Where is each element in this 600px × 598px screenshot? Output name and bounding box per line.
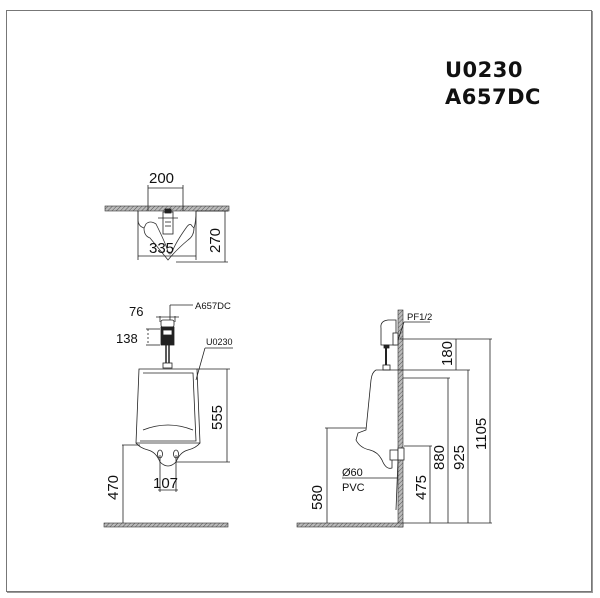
dim-107: 107 <box>153 475 178 492</box>
drawing-frame <box>6 10 592 592</box>
dim-138: 138 <box>116 331 138 346</box>
dim-880: 880 <box>431 445 448 470</box>
dim-76: 76 <box>129 304 143 319</box>
dim-335: 335 <box>149 240 174 257</box>
dim-1105: 1105 <box>473 418 490 450</box>
top-view <box>104 185 230 263</box>
dim-475: 475 <box>413 475 430 500</box>
label-pipe-material: PVC <box>342 482 365 494</box>
dim-270: 270 <box>207 228 224 253</box>
label-valve-a657dc: A657DC <box>195 301 231 312</box>
label-connection-pf12: PF1/2 <box>407 312 432 323</box>
dim-200: 200 <box>149 170 174 187</box>
title-model-urinal: U0230 <box>445 58 523 82</box>
dim-180: 180 <box>439 341 456 366</box>
dim-925: 925 <box>451 445 468 470</box>
front-view <box>103 304 233 528</box>
label-urinal-u0230: U0230 <box>206 337 233 347</box>
side-view <box>296 309 492 528</box>
title-model-flush-valve: A657DC <box>445 85 541 109</box>
dim-555: 555 <box>209 405 226 430</box>
dim-580: 580 <box>309 485 326 510</box>
dim-470: 470 <box>105 475 122 500</box>
label-pipe-diameter: Ø60 <box>342 467 363 479</box>
